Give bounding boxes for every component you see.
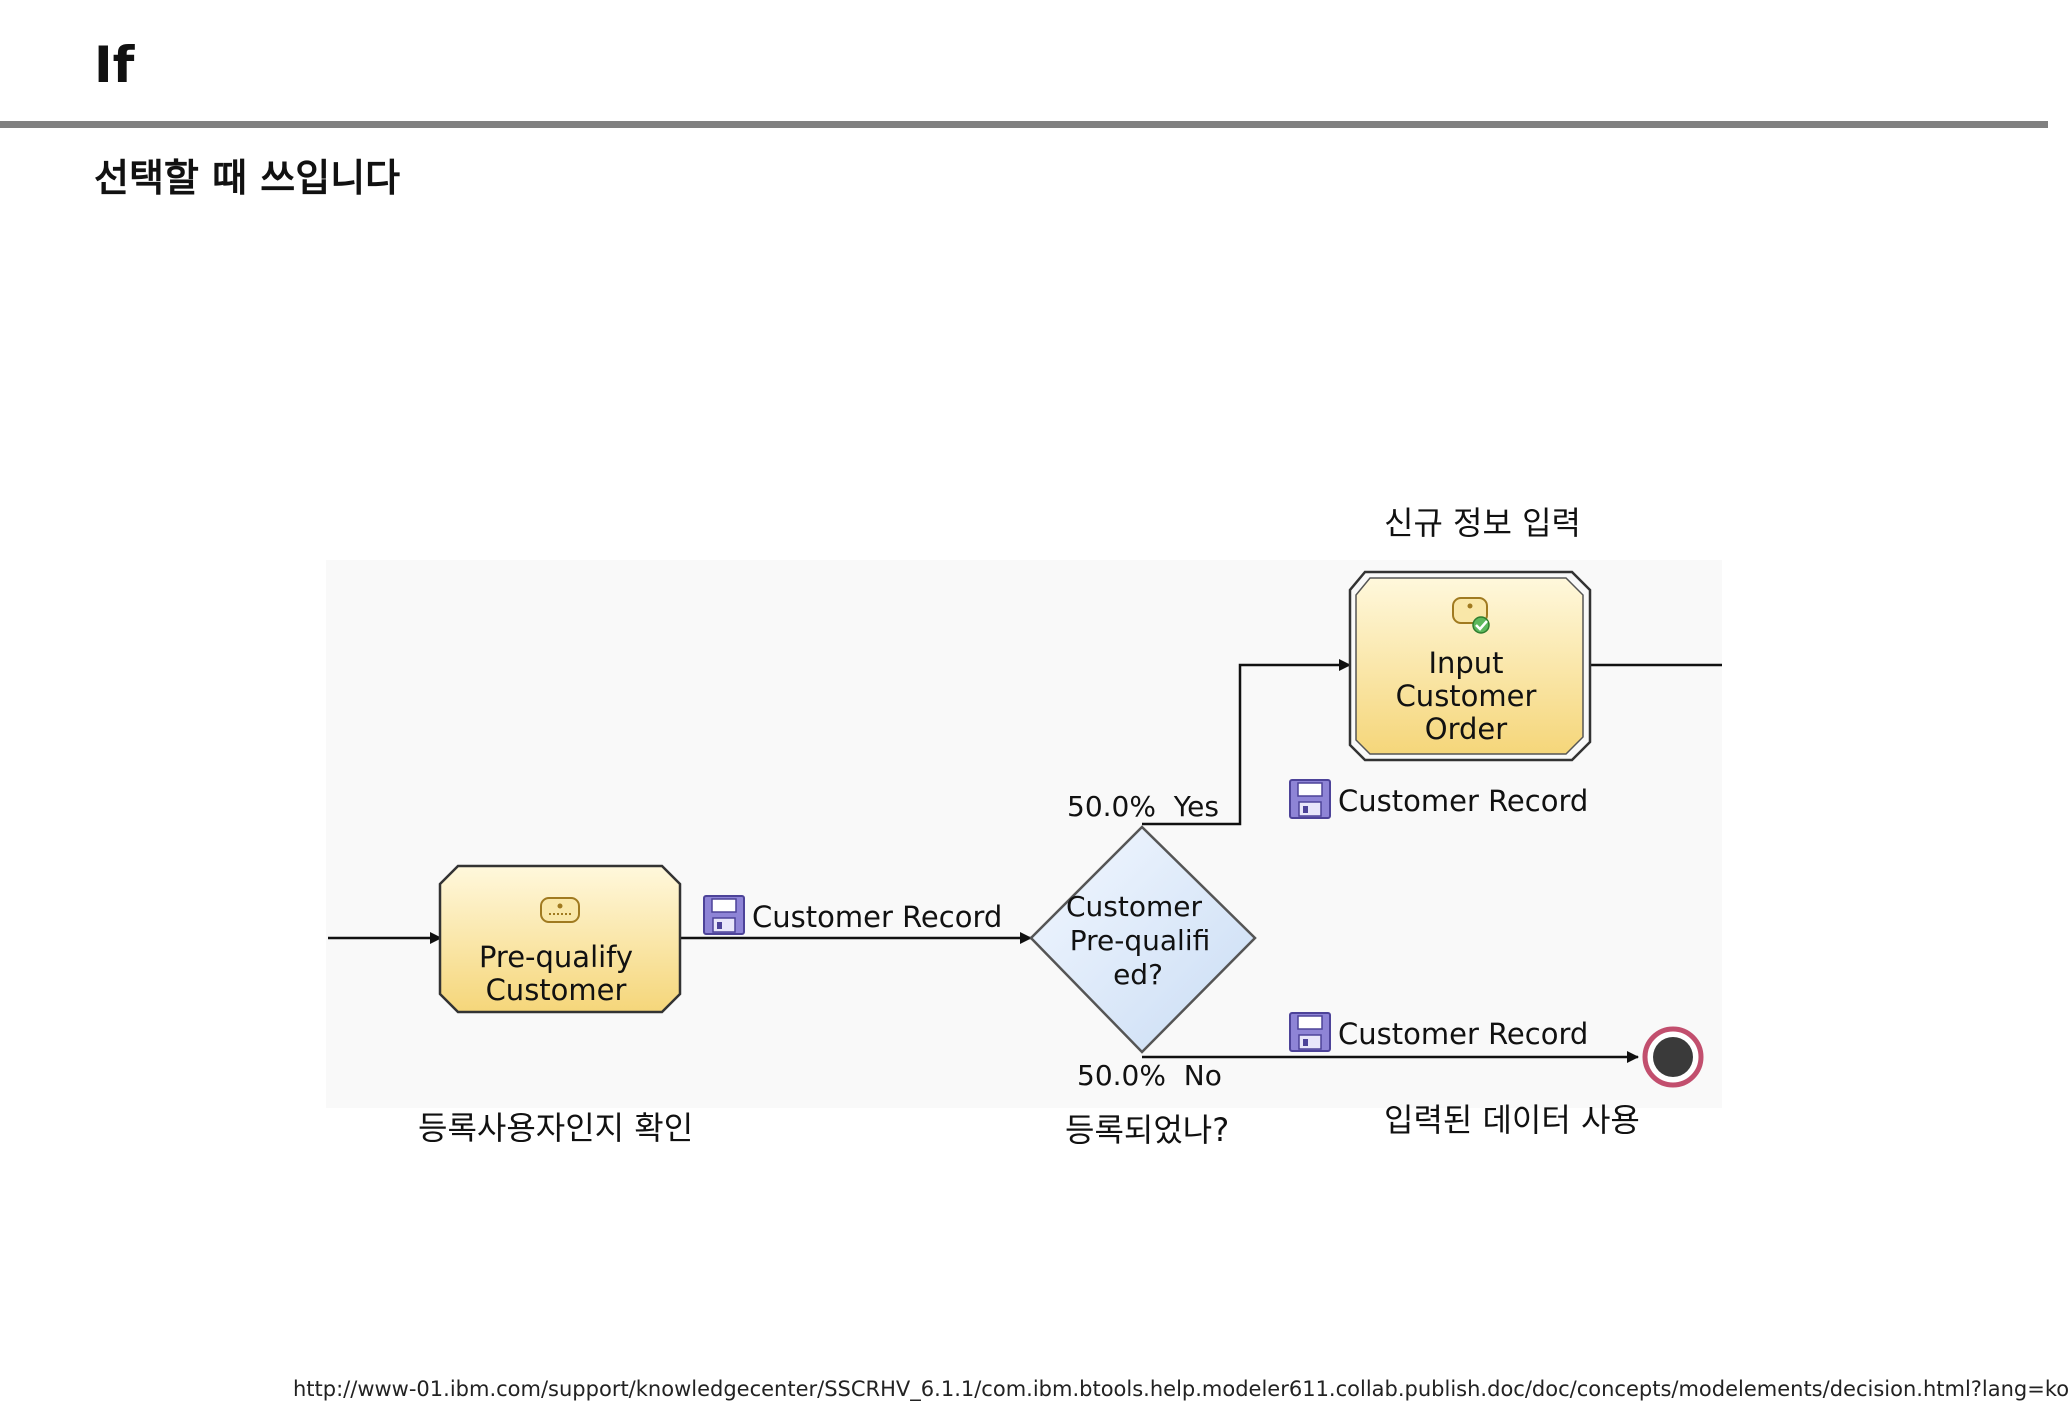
data-record-label-2: Customer Record	[1338, 784, 1588, 818]
decision-line-1: Customer	[1066, 890, 1202, 923]
decision-customer-prequalified[interactable]: Customer Pre-qualifi ed?	[1029, 825, 1257, 1054]
disk-icon	[703, 895, 745, 935]
task-prequalify-line-2: Customer	[486, 973, 627, 1007]
data-record-1: Customer Record	[703, 895, 1002, 935]
annotation-check-registered: 등록사용자인지 확인	[418, 1109, 694, 1147]
task-message-icon	[540, 897, 580, 923]
data-record-label-1: Customer Record	[752, 900, 1002, 934]
task-input-customer-order[interactable]: Input Customer Order	[1348, 570, 1592, 762]
slide-title: If	[94, 36, 135, 94]
data-record-label-3: Customer Record	[1338, 1017, 1588, 1051]
task-input-line-3: Order	[1425, 712, 1507, 746]
yes-branch-label: 50.0% Yes	[1067, 790, 1219, 823]
title-divider	[0, 121, 2048, 128]
annotation-use-entered-data: 입력된 데이터 사용	[1384, 1101, 1640, 1139]
no-branch-label: 50.0% No	[1077, 1059, 1222, 1092]
annotation-registered-question: 등록되었나?	[1065, 1111, 1230, 1149]
data-record-3: Customer Record	[1289, 1012, 1588, 1052]
decision-line-3: ed?	[1113, 958, 1163, 991]
data-record-2: Customer Record	[1289, 779, 1588, 819]
slide-subtitle: 선택할 때 쓰입니다	[94, 156, 401, 200]
task-input-line-1: Input	[1428, 646, 1503, 680]
task-prequalify-customer[interactable]: Pre-qualify Customer	[438, 864, 682, 1014]
disk-icon	[1289, 1012, 1331, 1052]
end-event[interactable]	[1642, 1026, 1704, 1088]
task-prequalify-line-1: Pre-qualify	[479, 940, 633, 974]
decision-line-2: Pre-qualifi	[1070, 924, 1211, 957]
annotation-new-info-input: 신규 정보 입력	[1384, 504, 1581, 542]
disk-icon	[1289, 779, 1331, 819]
source-link[interactable]: http://www-01.ibm.com/support/knowledgec…	[293, 1377, 2069, 1401]
task-user-icon	[1452, 597, 1490, 634]
connectors	[328, 659, 1722, 1063]
flow-yes-branch	[1142, 659, 1351, 826]
task-input-line-2: Customer	[1396, 679, 1537, 713]
